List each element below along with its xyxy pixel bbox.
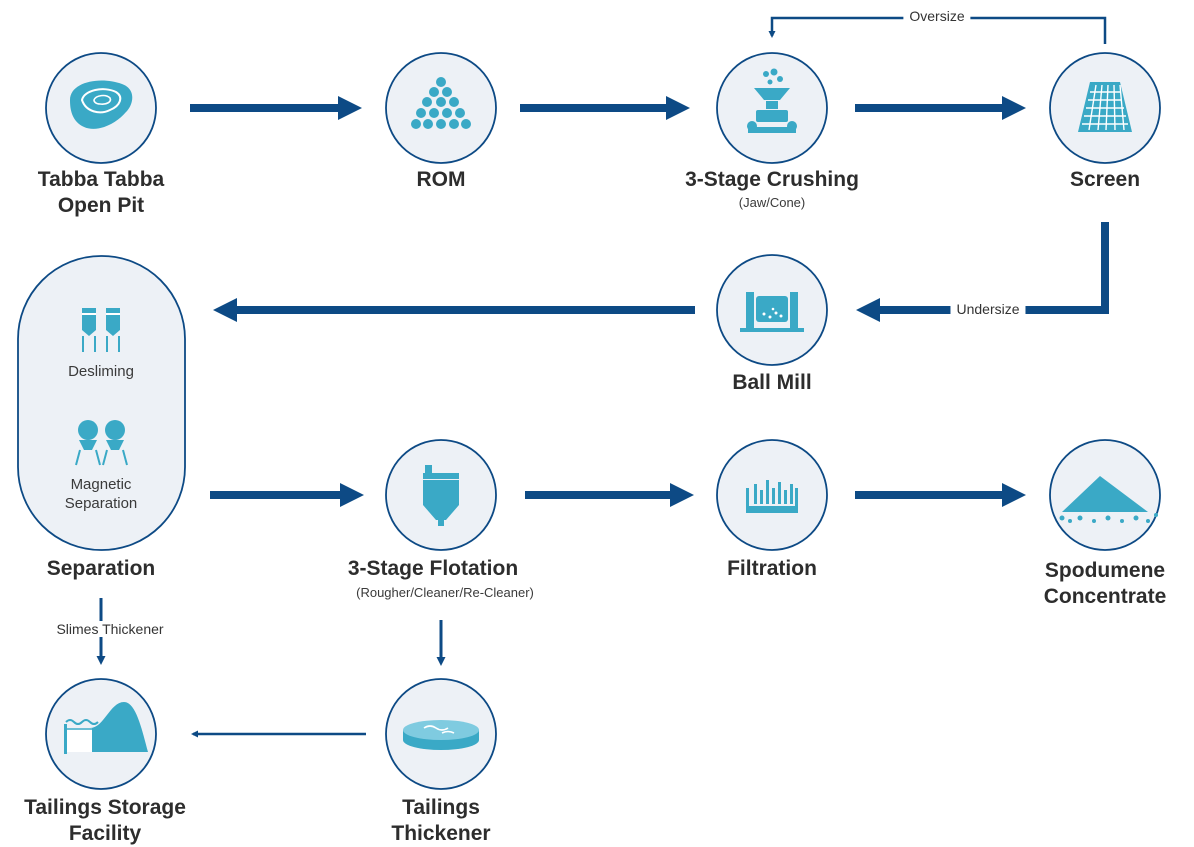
concentrate-label-line-2: Concentrate [1043,585,1167,608]
flow-arrows [96,16,1109,738]
tsf-label-line-2: Facility [68,822,142,845]
node-rom [385,52,497,164]
tsf-label-line-1: Tailings Storage [24,796,186,819]
flotation-label: 3-Stage Flotation [347,557,519,580]
rock-pile-icon [411,77,471,129]
filtration-label: Filtration [727,557,817,580]
undersize-flow-label: Undersize [950,301,1026,317]
flotation-tank-icon [423,465,459,526]
oversize-flow-label: Oversize [903,8,971,24]
flotation-sublabel: (Rougher/Cleaner/Re-Cleaner) [356,585,534,600]
crushing-label: 3-Stage Crushing [685,168,859,191]
open-pit-icon [70,80,133,129]
filter-icon [746,480,798,513]
crusher-icon [747,68,797,133]
magnetic-separation-label: Magnetic Separation [65,475,138,513]
thickener-label: Tailings Thickener [391,795,490,847]
pit-label-line-1: Tabba Tabba [37,168,165,191]
node-separation [17,255,186,551]
slimes-thickener-flow-label: Slimes Thickener [50,621,170,637]
dam-icon [64,702,148,754]
thickener-icon [403,720,479,750]
arrow-screen-to-ballmill [856,222,1109,322]
magnetic-label-line-1: Magnetic [70,476,132,493]
concentrate-label-line-1: Spodumene [1044,559,1166,582]
thickener-label-line-1: Tailings [402,796,480,819]
thickener-label-line-2: Thickener [391,822,491,845]
concentrate-label: Spodumene Concentrate [1044,558,1167,610]
tsf-label: Tailings Storage Facility [24,795,186,847]
ball-mill-icon [740,292,804,332]
desliming-icon [82,308,120,352]
magnetic-separation-icon [75,420,128,466]
separation-label: Separation [46,557,156,580]
crushing-sublabel: (Jaw/Cone) [738,195,806,210]
powder-pile-icon [1059,476,1158,523]
desliming-label: Desliming [68,363,134,380]
ball-mill-label: Ball Mill [732,371,812,394]
pit-label: Tabba Tabba Open Pit [38,167,164,219]
screen-label: Screen [1069,168,1141,191]
rom-label: ROM [416,168,466,191]
pit-label-line-2: Open Pit [57,194,145,217]
screen-icon [1078,82,1132,132]
magnetic-label-line-2: Separation [64,495,138,512]
